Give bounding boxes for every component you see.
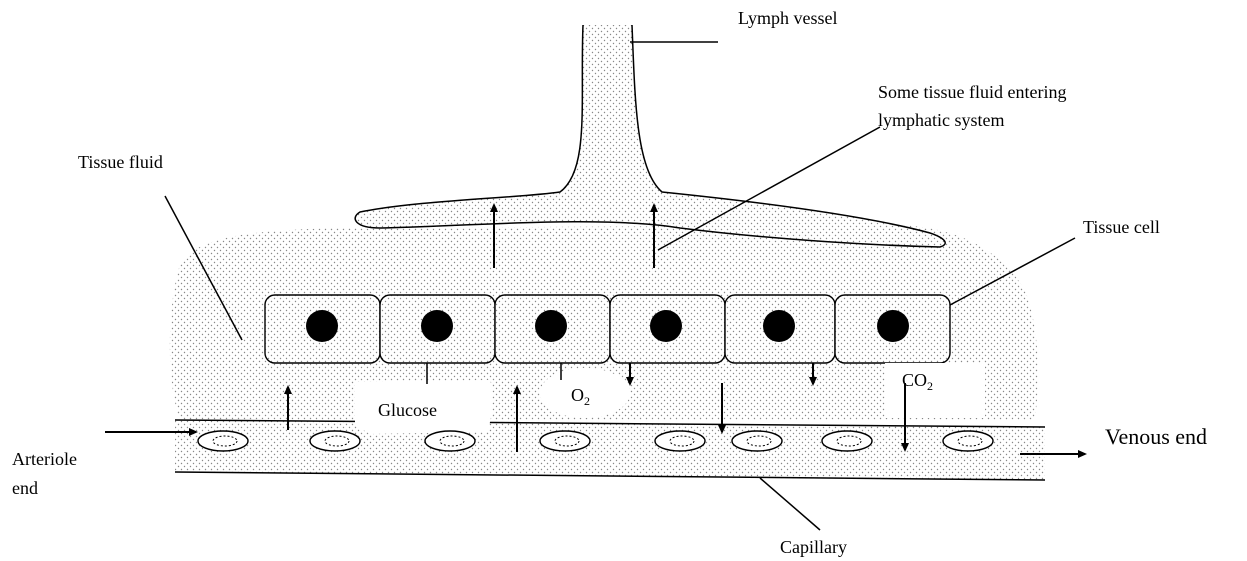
leader-capillary bbox=[760, 478, 820, 530]
capillary-label: Capillary bbox=[780, 537, 847, 557]
capillary bbox=[175, 420, 1045, 480]
rbc-center bbox=[837, 436, 861, 446]
nucleus bbox=[306, 310, 338, 342]
nucleus bbox=[763, 310, 795, 342]
nucleus bbox=[877, 310, 909, 342]
entering-label-line1: Some tissue fluid entering bbox=[878, 82, 1066, 102]
rbc-center bbox=[440, 436, 464, 446]
rbc-center bbox=[670, 436, 694, 446]
glucose-label: Glucose bbox=[378, 400, 437, 420]
venous-end-label: Venous end bbox=[1105, 424, 1207, 449]
lymph-vessel-label: Lymph vessel bbox=[738, 8, 838, 28]
nucleus bbox=[650, 310, 682, 342]
tissue-fluid-label: Tissue fluid bbox=[78, 152, 163, 172]
tissue-cell-label: Tissue cell bbox=[1083, 217, 1160, 237]
rbc-center bbox=[325, 436, 349, 446]
rbc-center bbox=[213, 436, 237, 446]
entering-label-line2: lymphatic system bbox=[878, 110, 1004, 130]
arteriole-end-label-line2: end bbox=[12, 478, 38, 498]
lymph-vessel bbox=[355, 25, 945, 247]
o2-label-box bbox=[540, 368, 630, 418]
tissue-cells bbox=[265, 295, 950, 363]
nucleus bbox=[535, 310, 567, 342]
rbc-center bbox=[747, 436, 771, 446]
capillary-lumen bbox=[175, 420, 1045, 480]
arteriole-end-label-line1: Arteriole bbox=[12, 449, 77, 469]
rbc-center bbox=[555, 436, 579, 446]
rbc-center bbox=[958, 436, 982, 446]
nucleus bbox=[421, 310, 453, 342]
co2-label-box bbox=[885, 363, 985, 418]
